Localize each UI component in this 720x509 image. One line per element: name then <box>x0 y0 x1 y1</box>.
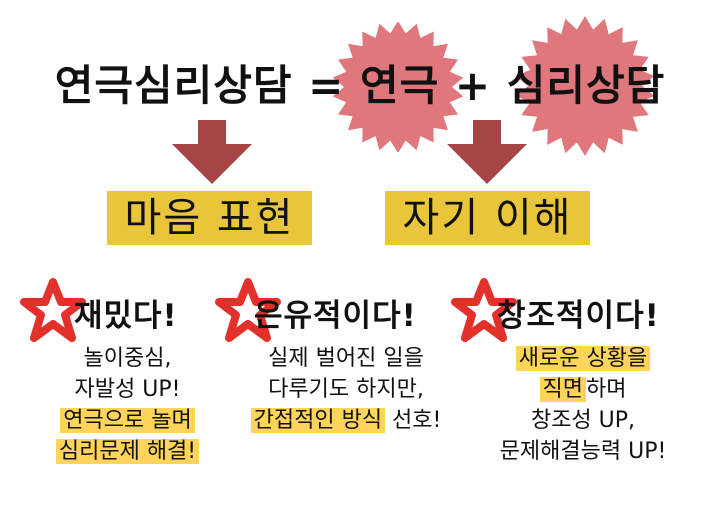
title-prefix: 연극심리상담 = <box>54 61 360 110</box>
text-line: 자발성 UP! <box>74 377 181 402</box>
heading-metaphorical: 은유적이다! <box>254 298 417 334</box>
starburst-shape <box>332 22 464 152</box>
box-self-understanding: 자기 이해 <box>385 191 590 245</box>
star-scribble-icon <box>20 278 86 342</box>
title-word-drama: 연극 <box>360 61 440 110</box>
title-plus: + <box>439 61 507 110</box>
heading-fun: 재밌다! <box>74 298 178 334</box>
page-title: 연극심리상담 = 연극 + 심리상담 <box>0 52 720 113</box>
star-scribble-icon <box>215 278 281 342</box>
text-line: 놀이중심, <box>83 346 172 371</box>
heading-creative: 창조적이다! <box>497 298 660 334</box>
title-word-counseling: 심리상담 <box>506 61 666 110</box>
starburst-decoration-right <box>515 16 655 156</box>
starburst-shape <box>515 16 655 156</box>
star-scribble-icon <box>451 278 517 342</box>
text-line: 간접적인 방식 선호! <box>222 405 470 436</box>
text-line: 문제해결능력 UP! <box>499 439 667 464</box>
text-line: 새로운 상황을 <box>468 343 698 374</box>
box-emotional-expression: 마음 표현 <box>107 191 312 245</box>
column-metaphorical: 실제 벌어진 일을 다루기도 하지만, 간접적인 방식 선호! <box>222 343 470 436</box>
text-line: 창조성 UP, <box>530 408 636 433</box>
text-line: 실제 벌어진 일을 <box>268 346 424 371</box>
down-arrow-icon <box>172 120 252 184</box>
down-arrow-icon <box>447 120 527 184</box>
text-line: 다루기도 하지만, <box>268 377 424 402</box>
text-line: 연극으로 놀며 <box>30 405 225 436</box>
column-fun: 놀이중심, 자발성 UP! 연극으로 놀며 심리문제 해결! <box>30 343 225 467</box>
starburst-decoration-left <box>332 22 464 152</box>
text-line: 심리문제 해결! <box>30 436 225 467</box>
